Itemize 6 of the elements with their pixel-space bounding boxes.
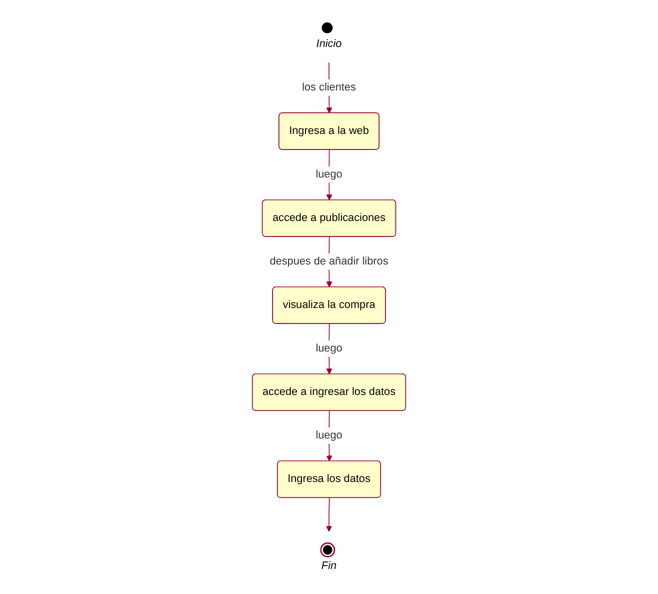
arrow [326, 497, 332, 532]
edge-label: despues de añadir libros [270, 256, 388, 268]
edge-label: luego [316, 342, 342, 354]
edge-label: los clientes [302, 82, 356, 94]
edge-label: luego [316, 430, 342, 442]
edge-label: luego [316, 168, 342, 180]
